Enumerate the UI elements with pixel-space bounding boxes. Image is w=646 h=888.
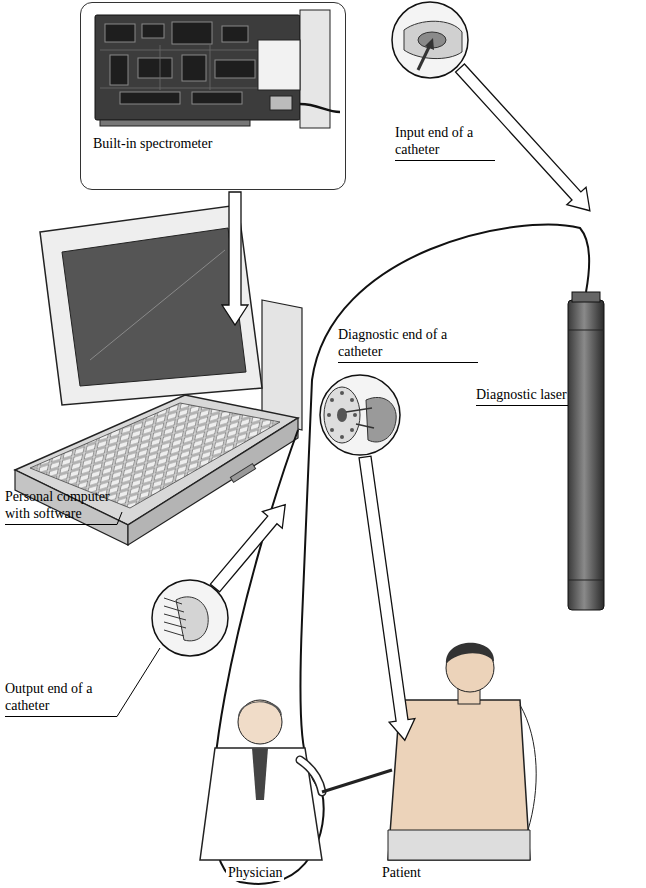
output-end-callout: [164, 614, 186, 620]
spectrometer-board: [270, 96, 292, 110]
input-end-callout: [404, 21, 462, 58]
physician-figure: [252, 748, 268, 800]
node-text: Built-in spectrometer: [93, 135, 213, 152]
diagnostic-end-callout: [366, 397, 396, 442]
physician-figure: [200, 700, 392, 860]
diagnostic-end-callout: [327, 413, 331, 417]
leader-line: [117, 648, 160, 717]
person-label: Patient: [380, 864, 423, 881]
hollow-arrow: [352, 455, 418, 742]
spectrometer-board: [222, 26, 248, 42]
spectrometer-board: [258, 40, 300, 90]
patient-figure: [388, 830, 530, 860]
diagnostic-end-callout: [320, 375, 400, 455]
personal-computer: [90, 250, 225, 360]
spectrometer-board: [182, 55, 206, 81]
patient-figure: [446, 643, 494, 664]
spectrometer-board: [120, 92, 180, 104]
spectrometer-board: [110, 55, 128, 85]
spectrometer-board: [215, 60, 255, 78]
spectrometer-board: [138, 58, 172, 78]
output-end-callout: [164, 598, 186, 636]
part-label: Personal computer with software: [5, 488, 117, 525]
input-end-callout: [392, 2, 468, 78]
person-label: Physician: [226, 864, 284, 881]
physician-figure: [300, 760, 322, 792]
output-end-callout: [152, 580, 228, 656]
input-end-callout: [392, 2, 468, 78]
diagnostic-end-callout: [327, 391, 357, 439]
spectrometer-board: [142, 24, 164, 38]
diagnostic-end-callout: [320, 375, 400, 455]
diagnostic-laser: [568, 292, 604, 610]
diagnostic-laser: [568, 580, 604, 581]
part-label: Input end of a catheter: [395, 124, 495, 161]
diagnostic-laser: [568, 300, 604, 610]
hollow-arrow: [222, 192, 248, 325]
spectrometer-board: [172, 22, 212, 44]
input-end-callout: [425, 38, 434, 50]
diagnostic-end-callout: [340, 435, 344, 439]
output-end-callout: [164, 630, 184, 636]
output-end-callout: [164, 598, 182, 604]
spectrometer-board: [100, 120, 250, 126]
diagnostic-end-callout: [337, 408, 347, 422]
patient-figure: [520, 705, 536, 830]
diagnostic-laser: [568, 330, 604, 331]
diagnostic-end-callout: [346, 408, 372, 412]
diagnostic-end-callout: [330, 398, 334, 402]
physician-figure: [300, 760, 322, 792]
diagnostic-end-callout: [340, 391, 344, 395]
spectrometer-board: [192, 92, 242, 104]
diagnostic-laser: [572, 292, 600, 302]
spectrometer-board: [105, 24, 135, 42]
input-end-callout: [418, 45, 430, 70]
part-label: Diagnostic end of a catheter: [338, 326, 478, 363]
physician-figure: [238, 701, 282, 718]
spectrometer-board: [95, 15, 300, 120]
spectrometer-board: [95, 10, 340, 128]
output-end-callout: [164, 622, 186, 628]
leader-line: [117, 512, 122, 525]
personal-computer: [262, 300, 302, 430]
physician-figure: [200, 748, 322, 860]
diagnostic-end-callout: [350, 428, 354, 432]
patient-figure: [388, 643, 536, 860]
physician-figure: [238, 700, 282, 744]
personal-computer: [230, 464, 255, 483]
output-end-callout: [164, 606, 184, 612]
personal-computer: [62, 228, 246, 386]
diagnostic-end-callout: [324, 387, 360, 443]
diagnostic-end-callout: [353, 413, 357, 417]
part-label: Diagnostic laser: [476, 386, 568, 406]
output-end-callout: [152, 580, 228, 656]
diagnostic-end-callout: [356, 424, 374, 428]
physician-figure: [322, 770, 392, 792]
hollow-arrow: [205, 59, 599, 742]
part-label: Output end of a catheter: [5, 680, 117, 717]
spectrometer-board: [300, 104, 340, 112]
spectrometer-panel: Built-in spectrometer: [80, 2, 346, 190]
diagnostic-end-callout: [350, 398, 354, 402]
diagnostic-end-callout: [330, 428, 334, 432]
hollow-arrow: [205, 496, 295, 596]
